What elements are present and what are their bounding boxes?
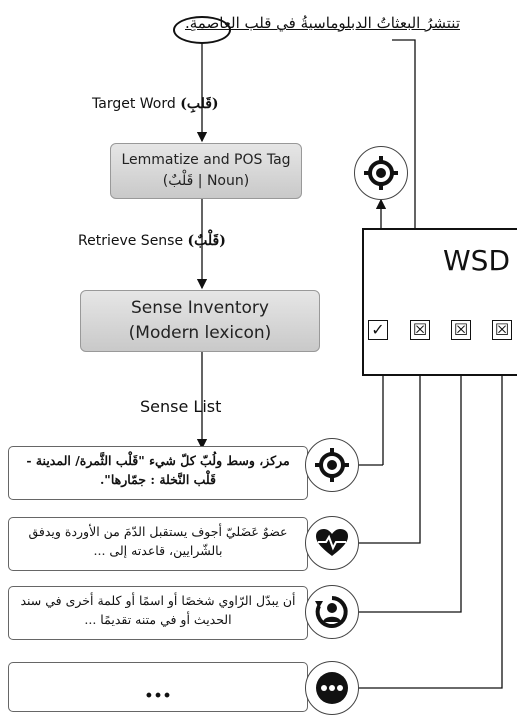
- sense-item-3: أن يبدّل الرّاوي شخصًا أو اسمًا أو كلمة …: [8, 586, 308, 640]
- retrieve-sense-label: Retrieve Sense: [78, 233, 184, 249]
- heart-pulse-icon: [305, 516, 359, 570]
- lemmatize-title: Lemmatize and POS Tag: [121, 152, 291, 168]
- checkbox-selected: ✓: [368, 320, 388, 340]
- sense-list-label: Sense List: [140, 397, 222, 416]
- target-word-label-row: Target Word (قَلبِ): [92, 96, 219, 112]
- wsd-title: WSD: [443, 244, 511, 277]
- target-word-label: Target Word: [92, 96, 176, 112]
- target-word: (قَلبِ): [180, 96, 219, 112]
- sense-inventory-title: Sense Inventory: [131, 298, 269, 318]
- more-icon: [305, 661, 359, 715]
- target-icon: [354, 146, 408, 200]
- retrieve-sense-row: Retrieve Sense (قَلْبٌ): [78, 233, 226, 249]
- sense-item-2: عضوٌ عَضَليّ أجوف يستقبل الدّمَ من الأور…: [8, 517, 308, 571]
- sense-inventory-box: Sense Inventory (Modern lexicon): [80, 290, 320, 352]
- lemmatize-result: (قَلْبٌ | Noun): [162, 173, 250, 189]
- target-icon: [305, 438, 359, 492]
- retrieve-sense-word: (قَلْبٌ): [187, 233, 226, 249]
- target-word-highlight: [173, 16, 231, 44]
- lemmatize-pos-box: Lemmatize and POS Tag (قَلْبٌ | Noun): [110, 143, 302, 199]
- swap-person-icon: [305, 585, 359, 639]
- checkbox-rejected: ☒: [451, 320, 471, 340]
- sense-item-1: مركز، وسط ولُبّ كلّ شيء "قَلْب الثَّمرة/…: [8, 446, 308, 500]
- wsd-module: [362, 228, 517, 376]
- sense-item-more: ...: [8, 662, 308, 712]
- input-sentence: تنتشرُ البعثاتُ الدبلوماسيةُ في قلب العا…: [185, 14, 460, 32]
- checkbox-rejected: ☒: [492, 320, 512, 340]
- checkbox-rejected: ☒: [410, 320, 430, 340]
- sense-inventory-subtitle: (Modern lexicon): [128, 323, 272, 343]
